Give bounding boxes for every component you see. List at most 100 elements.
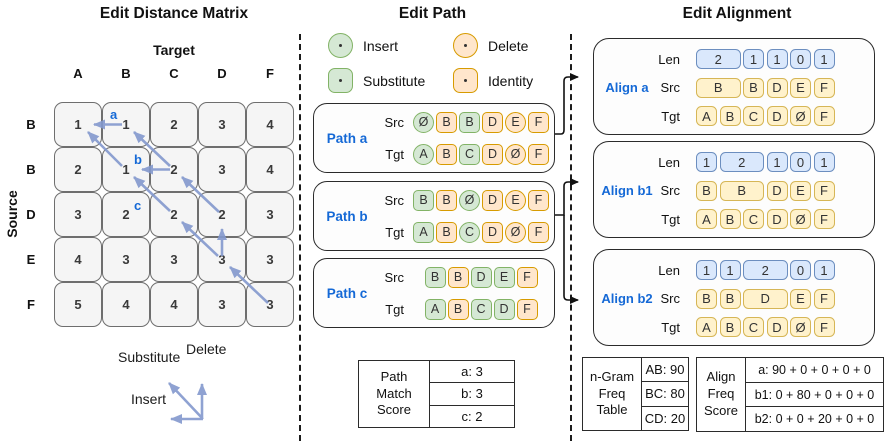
tgt-label: Tgt [661, 108, 680, 124]
edit-op-chip: D [482, 221, 503, 243]
align-label: Align b2 [601, 290, 653, 306]
table-header-line: Freq [707, 386, 735, 402]
align-cell: B [719, 106, 741, 126]
table-row-value: a: 3 [461, 364, 483, 380]
edit-op-chip: F [528, 189, 549, 211]
tgt-label: Tgt [661, 319, 680, 335]
path-c-marker: c [134, 198, 142, 213]
insert-move-label: Insert [131, 391, 167, 407]
align-cell: B [743, 77, 764, 98]
legend-label: Insert [363, 37, 399, 54]
matrix-cell-r4c2: 3 [102, 237, 150, 282]
table-row-value: BC: 80 [642, 381, 688, 405]
align-cell: E [790, 288, 811, 309]
source-row-header: D [26, 207, 36, 222]
path-b-marker: b [134, 152, 142, 167]
align-cell: A [696, 106, 717, 126]
tgt-label: Tgt [385, 224, 404, 240]
edit-op-chip: B [413, 189, 434, 211]
substitute-move-label: Substitute [118, 349, 181, 365]
table-header-line: Path [380, 368, 408, 384]
matrix-cell-r3c2: 2 [102, 192, 150, 237]
table-header-line: Score [377, 402, 411, 418]
section-divider-left [299, 34, 301, 441]
edit-op-chip: C [459, 143, 480, 165]
edit-op-chip: F [528, 221, 549, 243]
source-row-header: B [26, 162, 36, 177]
align-cell: 1 [766, 49, 788, 69]
src-label: Src [660, 80, 681, 95]
table-row-value: CD: 20 [642, 405, 688, 430]
matrix-cell-r2c4: 3 [198, 147, 246, 192]
matrix-cell-r5c4: 3 [198, 282, 246, 327]
table-row-value: b: 3 [430, 382, 514, 404]
align-cell: D [766, 106, 788, 126]
table-row-value: c: 2 [430, 404, 514, 427]
tgt-label: Tgt [385, 146, 404, 162]
align-cell: D [766, 180, 788, 201]
legend-dot [339, 44, 342, 47]
align-cell: B [719, 209, 741, 229]
edit-op-chip: A [424, 298, 446, 320]
matrix-cell-r5c3: 4 [150, 282, 198, 327]
align-cell: 1 [766, 152, 788, 172]
path-label: Path a [326, 130, 368, 146]
align-cell: 1 [813, 152, 835, 172]
connector-path-a-to-align-a [555, 73, 579, 135]
matrix-cell-r3c4: 2 [198, 192, 246, 237]
table-row-value: b2: 0 + 0 + 20 + 0 + 0 [746, 406, 883, 431]
matrix-cell-r2c2: 1 [102, 147, 150, 192]
align-cell: 2 [719, 152, 764, 172]
len-label: Len [658, 51, 680, 67]
target-col-header: B [121, 66, 131, 81]
edit-op-chip: C [470, 298, 492, 320]
align-cell: B [719, 288, 741, 309]
edit-op-chip: B [436, 189, 457, 211]
matrix-cell-r5c1: 5 [54, 282, 102, 327]
edit-op-chip: E [505, 111, 526, 133]
edit-op-chip: B [436, 143, 457, 165]
edit-op-chip: F [528, 143, 549, 165]
src-label: Src [660, 183, 681, 198]
target-col-header: A [73, 66, 83, 81]
path-a-marker: a [110, 107, 118, 122]
edit-op-chip: B [436, 111, 457, 133]
align-cell: 0 [790, 260, 811, 280]
edit-op-chip: Ø [505, 221, 526, 243]
source-axis-label: Source [4, 190, 20, 238]
legend-dot [464, 79, 467, 82]
target-axis-label: Target [153, 42, 195, 58]
edit-op-chip: E [505, 189, 526, 211]
align-cell: 1 [696, 152, 717, 172]
align-cell: 1 [743, 49, 764, 69]
table-header-line: Score [704, 402, 738, 418]
align-cell: 1 [813, 49, 835, 69]
edit-op-chip: B [424, 266, 446, 288]
